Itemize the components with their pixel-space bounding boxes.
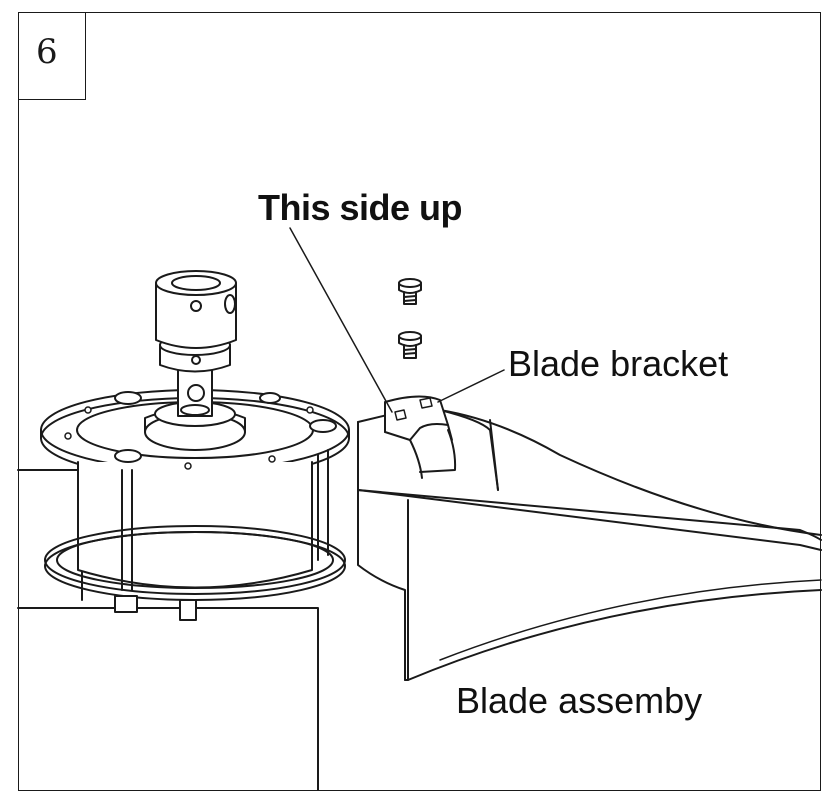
screw-bottom-icon [398,331,422,359]
blade-assembly-label: Blade assemby [456,680,703,721]
diagram-frame [18,12,821,791]
blade-bracket-label: Blade bracket [508,343,729,384]
step-number: 6 [36,32,58,72]
this-side-up-label: This side up [258,187,463,228]
this-side-up-leader [289,227,393,413]
motor-housing [40,270,350,621]
step-number-box [18,12,86,100]
screw-top-icon [398,278,422,305]
blade-bracket-shape [384,395,453,479]
blade-bracket-leader [437,369,505,403]
blade-assembly-shape [357,409,822,681]
